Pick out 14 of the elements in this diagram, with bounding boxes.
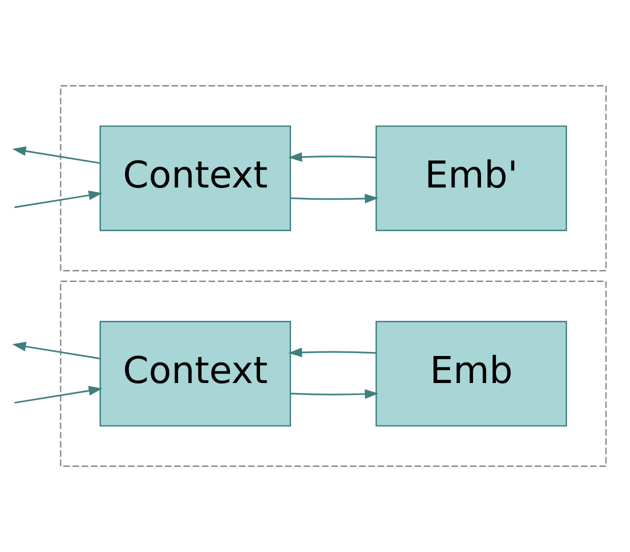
arrow — [14, 386, 102, 404]
arrow — [12, 146, 100, 164]
arrow — [12, 342, 100, 360]
arrow — [290, 194, 379, 204]
arrow — [290, 389, 379, 399]
cluster — [60, 280, 607, 467]
arrow — [288, 348, 376, 358]
node-box: Emb' — [376, 125, 568, 232]
arrow — [14, 190, 102, 208]
arrow — [288, 152, 376, 162]
cluster — [60, 85, 607, 272]
node-box: Context — [100, 320, 292, 427]
node-box: Emb — [376, 320, 568, 427]
node-box: Context — [100, 125, 292, 232]
